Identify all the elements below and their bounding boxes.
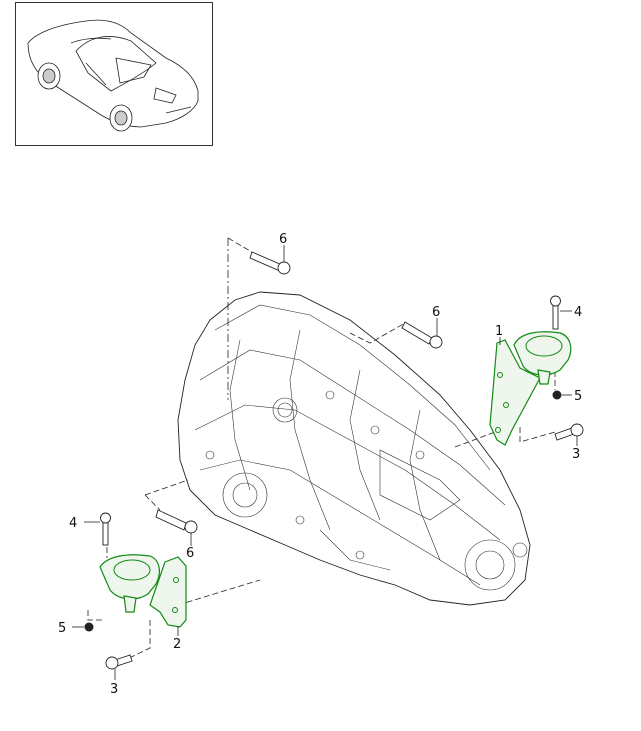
callout-4-left[interactable]: 4 xyxy=(69,516,77,531)
callout-6-lower[interactable]: 6 xyxy=(186,546,194,561)
callout-3-right[interactable]: 3 xyxy=(572,447,580,462)
callout-1[interactable]: 1 xyxy=(495,324,503,339)
car-illustration xyxy=(27,19,199,132)
bolt-6-mid xyxy=(401,321,443,349)
callout-5-right[interactable]: 5 xyxy=(574,389,582,404)
nut-5-right xyxy=(552,390,562,400)
callout-6-mid[interactable]: 6 xyxy=(432,305,440,320)
front-wheel xyxy=(37,62,61,90)
nut-5-left xyxy=(84,622,94,632)
callout-leaders xyxy=(72,245,578,680)
callout-3-left[interactable]: 3 xyxy=(110,682,118,697)
bolt-4-left xyxy=(100,512,111,546)
vehicle-thumbnail xyxy=(15,2,213,146)
bolt-6-top xyxy=(249,251,291,275)
bolt-6-lower xyxy=(155,509,198,534)
engine-mount-right xyxy=(513,331,572,385)
callout-4-right[interactable]: 4 xyxy=(574,305,582,320)
bolt-3-left xyxy=(105,654,133,670)
callout-5-left[interactable]: 5 xyxy=(58,621,66,636)
rear-wheel xyxy=(109,104,133,132)
bolt-4-right xyxy=(550,295,561,330)
bolt-3-right xyxy=(554,423,584,441)
engine-mount-left xyxy=(99,554,160,613)
callout-2[interactable]: 2 xyxy=(173,637,181,652)
transmission-assembly xyxy=(177,291,531,606)
transmission-bracket-left xyxy=(149,556,187,628)
callout-6-top[interactable]: 6 xyxy=(279,232,287,247)
transmission-bracket-right xyxy=(489,339,541,446)
